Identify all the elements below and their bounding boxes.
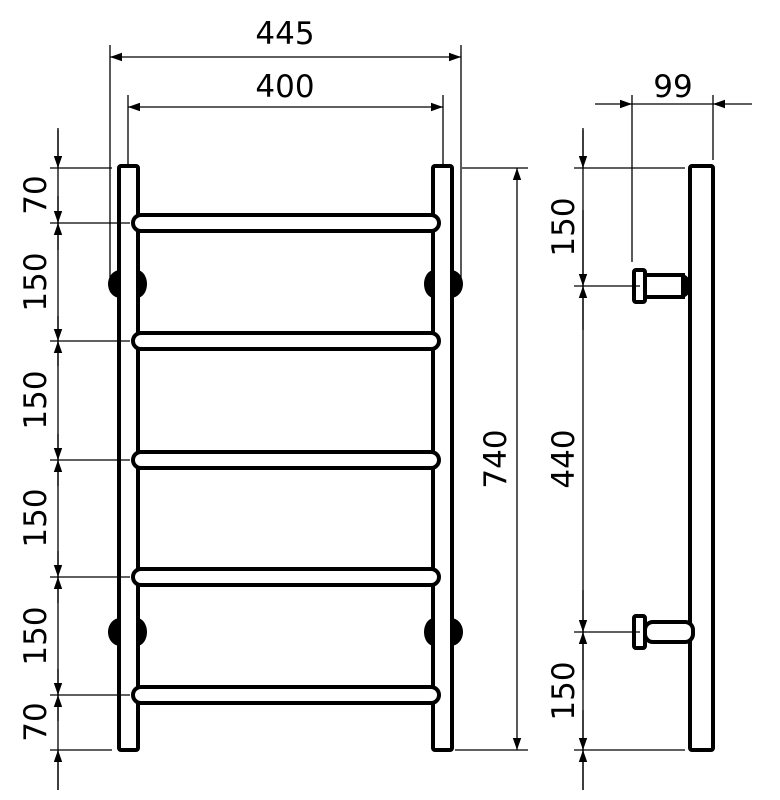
wall-mount [108, 618, 463, 646]
dim-bracket-spacing: 440 [546, 429, 582, 488]
dim-rung-spacing: 150 [18, 606, 54, 665]
dim-rail-spacing: 400 [255, 69, 314, 105]
dim-rung-spacing: 150 [18, 488, 54, 547]
wall-mount [108, 270, 463, 298]
rung [131, 213, 441, 233]
dim-top-to-bracket: 150 [546, 197, 582, 256]
wall-bracket [632, 614, 695, 650]
dim-rung-spacing: 70 [18, 175, 54, 214]
dim-depth: 99 [653, 69, 692, 105]
dim-bracket-to-bottom: 150 [546, 661, 582, 720]
side-view: 99 150 440 150 [546, 69, 752, 790]
front-view: 445 400 70 150 150 150 150 70 740 [18, 16, 528, 790]
rung [131, 450, 441, 470]
dim-overall-height: 740 [478, 429, 514, 488]
wall-bracket [632, 268, 691, 304]
side-rail [688, 164, 715, 752]
dim-rung-spacing: 150 [18, 252, 54, 311]
dim-rung-spacing: 150 [18, 370, 54, 429]
rung [131, 331, 441, 351]
rung [131, 685, 441, 705]
rung [131, 567, 441, 587]
dim-overall-width: 445 [255, 16, 314, 52]
dim-rung-spacing: 70 [18, 702, 54, 741]
